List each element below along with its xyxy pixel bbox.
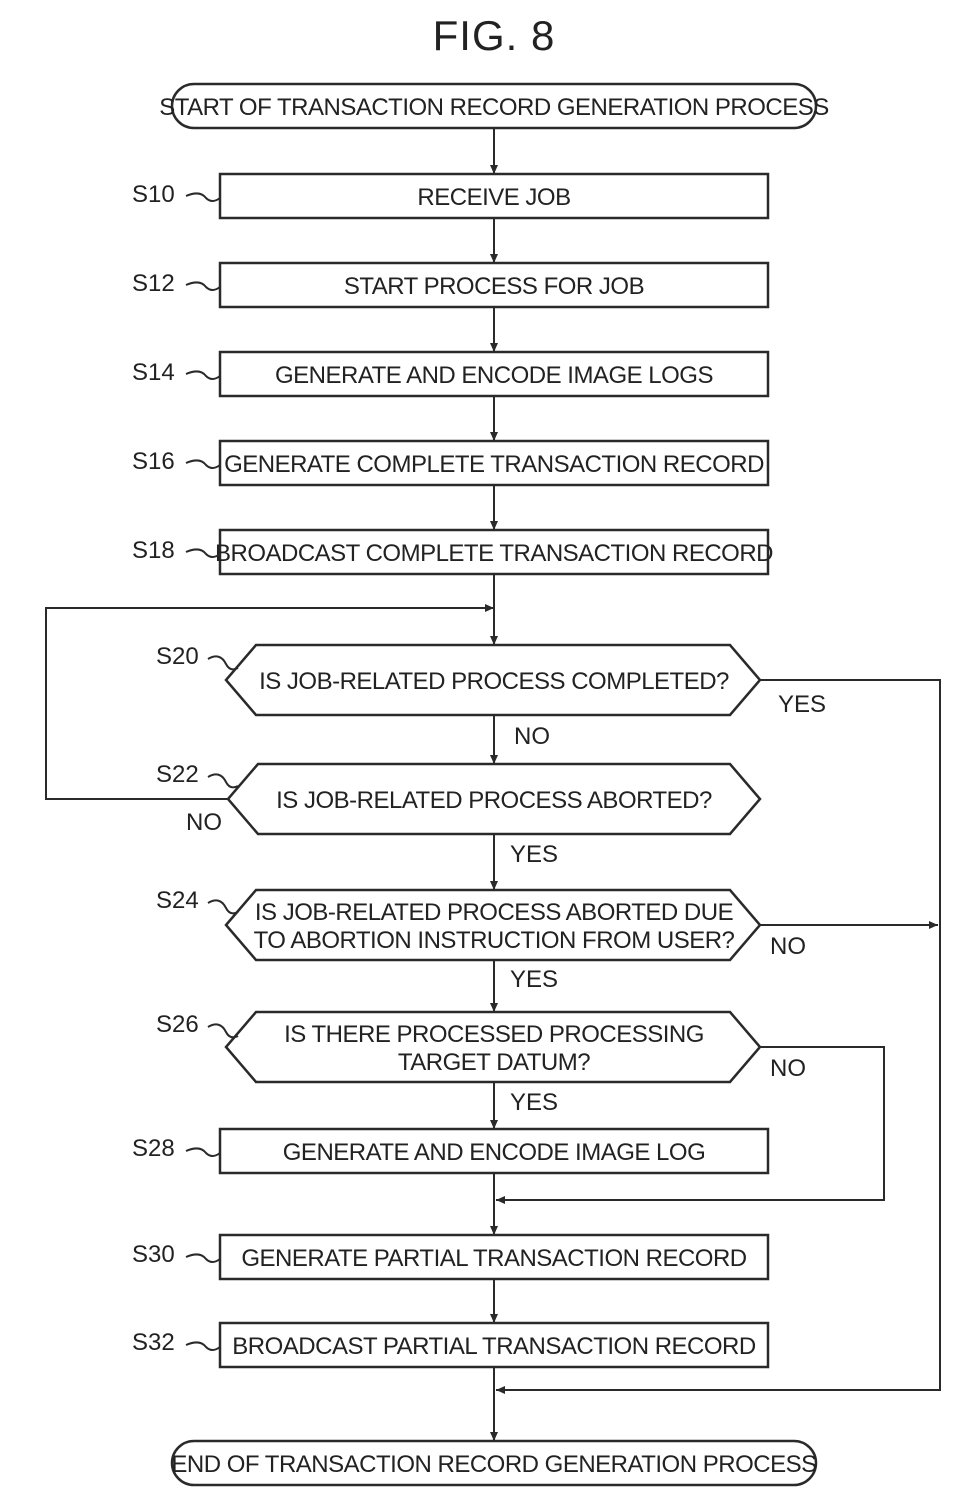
step-s28-leader xyxy=(186,1148,220,1156)
step-s16-id: S16 xyxy=(132,448,175,475)
step-s16-leader xyxy=(186,460,220,468)
decision-s20-no-label: NO xyxy=(514,723,550,750)
figure-title: FIG. 8 xyxy=(433,12,556,59)
decision-s24-id: S24 xyxy=(156,887,199,914)
decision-s26-line2: TARGET DATUM? xyxy=(398,1049,590,1076)
decision-s26-leader xyxy=(208,1024,238,1037)
decision-s20-id: S20 xyxy=(156,643,199,670)
decision-s26-no-label: NO xyxy=(770,1055,806,1082)
decision-s20-text: IS JOB-RELATED PROCESS COMPLETED? xyxy=(259,668,729,695)
step-s10-id: S10 xyxy=(132,181,175,208)
decision-s26-line1: IS THERE PROCESSED PROCESSING xyxy=(284,1021,704,1048)
step-s14-leader xyxy=(186,371,220,379)
decision-s24-line2: TO ABORTION INSTRUCTION FROM USER? xyxy=(254,927,735,954)
step-s32-id: S32 xyxy=(132,1329,175,1356)
step-s28-text: GENERATE AND ENCODE IMAGE LOG xyxy=(283,1139,705,1166)
decision-s24-yes-label: YES xyxy=(510,966,558,993)
decision-s22-id: S22 xyxy=(156,761,199,788)
decision-s22-text: IS JOB-RELATED PROCESS ABORTED? xyxy=(276,787,712,814)
step-s14-id: S14 xyxy=(132,359,175,386)
decision-s24-no-label: NO xyxy=(770,933,806,960)
decision-s22-yes-label: YES xyxy=(510,841,558,868)
step-s32-leader xyxy=(186,1342,220,1350)
step-s30-text: GENERATE PARTIAL TRANSACTION RECORD xyxy=(241,1245,746,1272)
step-s18-id: S18 xyxy=(132,537,175,564)
decision-s24-line1: IS JOB-RELATED PROCESS ABORTED DUE xyxy=(255,899,733,926)
decision-s20-yes-label: YES xyxy=(778,691,826,718)
step-s10-leader xyxy=(186,193,220,201)
start-label: START OF TRANSACTION RECORD GENERATION P… xyxy=(159,94,829,121)
decision-s20-leader xyxy=(208,656,238,669)
decision-s22-leader xyxy=(208,774,238,787)
end-label: END OF TRANSACTION RECORD GENERATION PRO… xyxy=(171,1451,816,1478)
decision-s26-yes-label: YES xyxy=(510,1089,558,1116)
step-s12-leader xyxy=(186,282,220,290)
step-s18-text: BROADCAST COMPLETE TRANSACTION RECORD xyxy=(215,540,773,567)
decision-s26-id: S26 xyxy=(156,1011,199,1038)
decision-s24-leader xyxy=(208,900,238,913)
step-s32-text: BROADCAST PARTIAL TRANSACTION RECORD xyxy=(232,1333,756,1360)
step-s30-leader xyxy=(186,1254,220,1262)
step-s12-id: S12 xyxy=(132,270,175,297)
step-s10-text: RECEIVE JOB xyxy=(417,184,570,211)
step-s28-id: S28 xyxy=(132,1135,175,1162)
step-s12-text: START PROCESS FOR JOB xyxy=(344,273,644,300)
step-s14-text: GENERATE AND ENCODE IMAGE LOGS xyxy=(275,362,713,389)
step-s16-text: GENERATE COMPLETE TRANSACTION RECORD xyxy=(224,451,764,478)
step-s30-id: S30 xyxy=(132,1241,175,1268)
decision-s22-no-label: NO xyxy=(186,809,222,836)
